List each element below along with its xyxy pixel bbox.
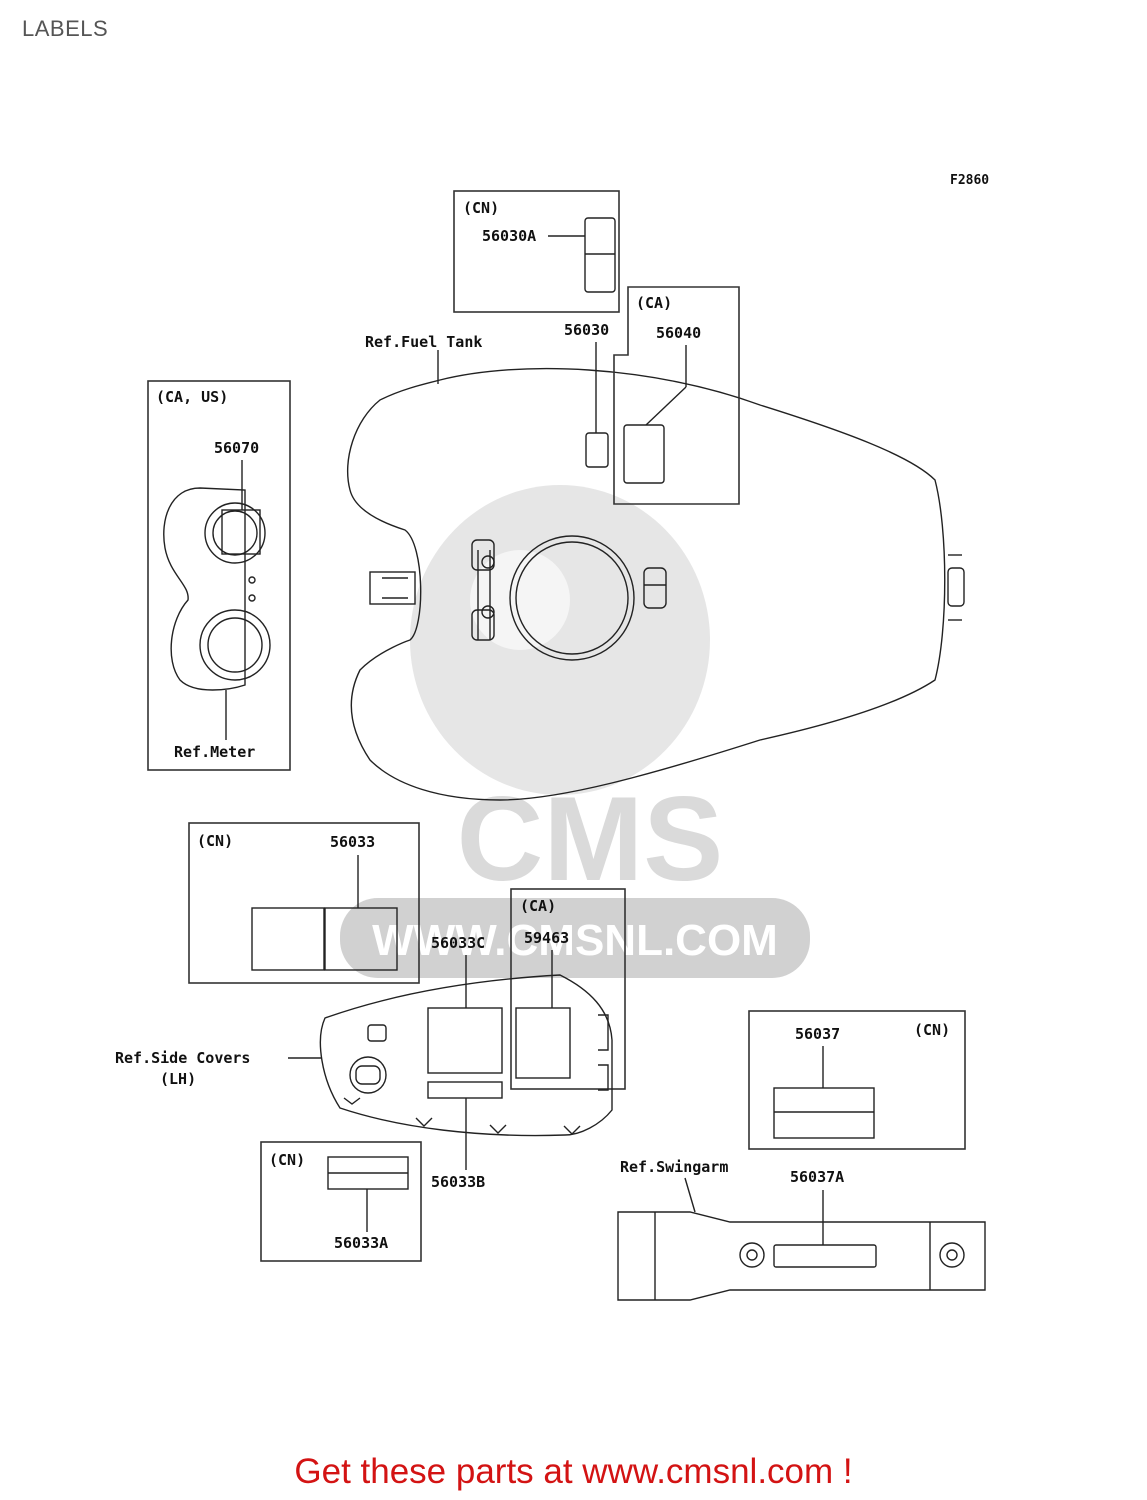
ref-fuel-tank: Ref.Fuel Tank: [365, 333, 482, 351]
region-cn-56030A: (CN): [463, 199, 499, 217]
ref-swingarm: Ref.Swingarm: [620, 1158, 728, 1176]
label-56033C-sticker: [427, 1007, 503, 1074]
part-56037: 56037: [795, 1025, 840, 1043]
watermark-url: WWW.CMSNL.COM: [372, 916, 778, 965]
label-56037A-sticker: [773, 1244, 877, 1268]
label-56030A-sticker: [584, 217, 616, 293]
part-56033B: 56033B: [431, 1173, 485, 1191]
part-59463: 59463: [524, 929, 569, 947]
region-ca-us: (CA, US): [156, 388, 228, 406]
part-56037A: 56037A: [790, 1168, 844, 1186]
label-56033-right: [324, 907, 398, 971]
label-56030-sticker: [585, 432, 609, 468]
region-cn-56033: (CN): [197, 832, 233, 850]
swingarm-drawing: [617, 1211, 986, 1301]
get-parts-banner[interactable]: Get these parts at www.cmsnl.com !: [294, 1452, 853, 1491]
region-cn-56037: (CN): [914, 1021, 950, 1039]
box-ca-59463: [510, 888, 626, 1090]
box-cn-56030A: [453, 190, 620, 313]
ref-side-covers-sub: (LH): [160, 1070, 196, 1088]
part-56040: 56040: [656, 324, 701, 342]
part-56030A: 56030A: [482, 227, 536, 245]
box-cn-56037: [748, 1010, 966, 1150]
box-cn-56033: [188, 822, 420, 984]
region-ca-top: (CA): [636, 294, 672, 312]
side-cover-drawing: [319, 974, 613, 1137]
ref-meter: Ref.Meter: [174, 743, 255, 761]
label-56033-left: [251, 907, 325, 971]
label-56040-sticker: [623, 424, 665, 484]
figure-code: F2860: [950, 173, 989, 188]
page-title: LABELS: [22, 16, 109, 41]
region-cn-56033A: (CN): [269, 1151, 305, 1169]
meter-drawing: [163, 487, 271, 691]
label-56033B-sticker: [427, 1081, 503, 1099]
box-ca-us-meter: [147, 380, 291, 771]
part-56033A: 56033A: [334, 1234, 388, 1252]
fuel-tank-drawing: [346, 367, 965, 801]
label-59463-sticker: [515, 1007, 571, 1079]
part-56033: 56033: [330, 833, 375, 851]
part-56030: 56030: [564, 321, 609, 339]
part-56033C: 56033C: [431, 934, 485, 952]
region-ca-59463: (CA): [520, 897, 556, 915]
box-cn-56033A: [260, 1141, 422, 1262]
watermark-brand: CMS: [457, 772, 724, 906]
ref-side-covers: Ref.Side Covers: [115, 1049, 250, 1067]
box-ca-56040: [613, 286, 740, 505]
label-56037-sticker: [773, 1087, 875, 1139]
cms-watermark: WWW.CMSNL.COM CMS: [340, 485, 810, 978]
part-56070: 56070: [214, 439, 259, 457]
